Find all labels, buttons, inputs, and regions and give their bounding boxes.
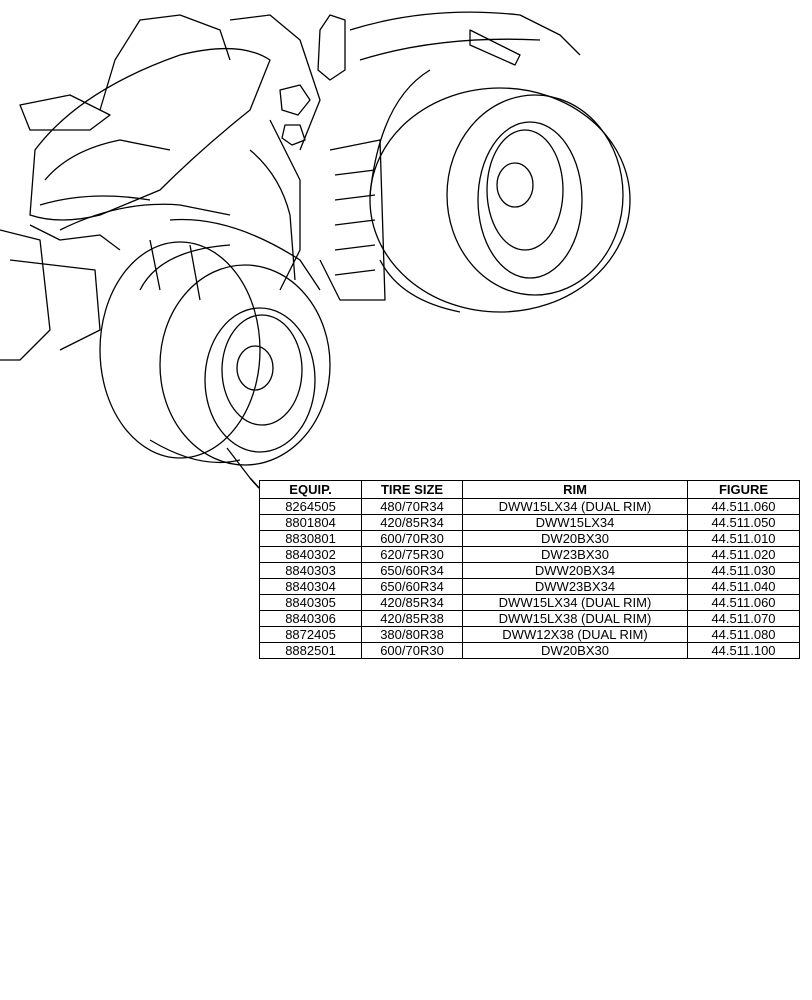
tire-size-cell: 420/85R34 [361,514,463,531]
tractor-dual-wheel-illustration [0,11,631,489]
rim-cell: DW20BX30 [462,642,688,659]
rim-cell: DWW15LX38 (DUAL RIM) [462,610,688,627]
column-header-equip: EQUIP. [259,480,362,499]
tire-size-cell: 600/70R30 [361,530,463,547]
column-header-figure: FIGURE [687,480,800,499]
table-row: 8840304 650/60R34 DWW23BX34 44.511.040 [259,578,800,595]
column-header-tire-size: TIRE SIZE [361,480,463,499]
tire-size-cell: 420/85R38 [361,610,463,627]
equip-cell: 8801804 [259,514,362,531]
rim-cell: DWW15LX34 [462,514,688,531]
equip-cell: 8840306 [259,610,362,627]
figure-link[interactable]: 44.511.060 [687,594,800,611]
figure-link[interactable]: 44.511.060 [687,498,800,515]
table-row: 8830801 600/70R30 DW20BX30 44.511.010 [259,530,800,547]
figure-link[interactable]: 44.511.070 [687,610,800,627]
table-row: 8840302 620/75R30 DW23BX30 44.511.020 [259,546,800,563]
rim-cell: DWW20BX34 [462,562,688,579]
rim-cell: DWW23BX34 [462,578,688,595]
table-row: 8840305 420/85R34 DWW15LX34 (DUAL RIM) 4… [259,594,800,611]
equip-cell: 8882501 [259,642,362,659]
table-header-row: EQUIP. TIRE SIZE RIM FIGURE [259,480,800,499]
tire-size-cell: 650/60R34 [361,562,463,579]
table-row: 8264505 480/70R34 DWW15LX34 (DUAL RIM) 4… [259,498,800,515]
tire-size-cell: 420/85R34 [361,594,463,611]
rim-cell: DWW15LX34 (DUAL RIM) [462,498,688,515]
equip-cell: 8840304 [259,578,362,595]
table-row: 8840303 650/60R34 DWW20BX34 44.511.030 [259,562,800,579]
rim-cell: DW23BX30 [462,546,688,563]
figure-link[interactable]: 44.511.100 [687,642,800,659]
rear-dual-wheel [369,69,631,313]
rim-cell: DWW12X38 (DUAL RIM) [462,626,688,643]
equip-cell: 8830801 [259,530,362,547]
equip-cell: 8840302 [259,546,362,563]
front-dual-wheel [99,241,331,466]
tire-size-cell: 620/75R30 [361,546,463,563]
equip-cell: 8872405 [259,626,362,643]
figure-link[interactable]: 44.511.020 [687,546,800,563]
equip-cell: 8840305 [259,594,362,611]
tire-size-cell: 650/60R34 [361,578,463,595]
figure-link[interactable]: 44.511.040 [687,578,800,595]
table-row: 8840306 420/85R38 DWW15LX38 (DUAL RIM) 4… [259,610,800,627]
figure-link[interactable]: 44.511.050 [687,514,800,531]
column-header-rim: RIM [462,480,688,499]
table-row: 8882501 600/70R30 DW20BX30 44.511.100 [259,642,800,659]
figure-link[interactable]: 44.511.010 [687,530,800,547]
figure-link[interactable]: 44.511.080 [687,626,800,643]
table-row: 8872405 380/80R38 DWW12X38 (DUAL RIM) 44… [259,626,800,643]
equip-cell: 8264505 [259,498,362,515]
table-row: 8801804 420/85R34 DWW15LX34 44.511.050 [259,514,800,531]
rim-cell: DWW15LX34 (DUAL RIM) [462,594,688,611]
figure-link[interactable]: 44.511.030 [687,562,800,579]
tire-size-cell: 600/70R30 [361,642,463,659]
tractor-body-lines [0,11,581,361]
equip-cell: 8840303 [259,562,362,579]
tire-rim-table: EQUIP. TIRE SIZE RIM FIGURE 8264505 480/… [259,480,800,659]
rim-cell: DW20BX30 [462,530,688,547]
tire-size-cell: 380/80R38 [361,626,463,643]
tire-size-cell: 480/70R34 [361,498,463,515]
